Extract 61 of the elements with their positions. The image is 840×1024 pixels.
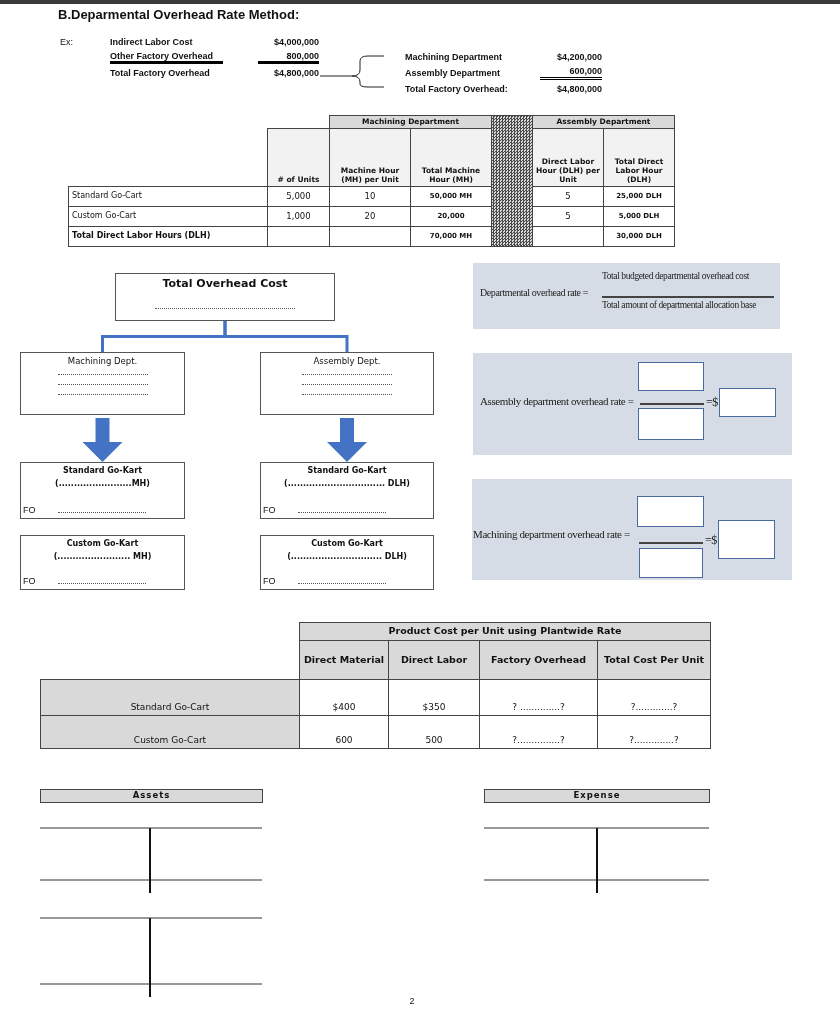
amount-text: $4,800,000 [555,83,602,95]
formula-text: Machining department overhead rate = [473,528,630,540]
page-title: B.Deparmental Overhead Rate Method: [58,7,300,22]
amount-text: $4,000,000 [272,36,319,48]
formula-text: =$ [705,533,717,548]
hours-text: (........................ MH) [53,552,152,561]
amount-text: $4,800,000 [272,67,319,79]
fo-label: FO [263,576,276,586]
line-item-label: Indirect Labor Cost [110,36,194,48]
block-arrow [82,418,123,462]
formula-numerator: Total budgeted departmental overhead cost [602,271,749,281]
formula-panel [472,479,792,580]
account-title-bar: Expense [484,789,710,803]
formula-panel [473,263,780,329]
process-box [20,535,185,590]
formula-text: =$ [706,395,718,410]
row-header-cell: Custom Go-Cart [40,715,300,749]
line-item-label: Assembly Department [405,67,502,79]
process-box [115,273,335,321]
line-item-label: Total Factory Overhead: [405,83,509,95]
hours-text: (........................MH) [55,479,150,488]
amount-text: $4,200,000 [555,51,602,63]
fo-label: FO [23,505,36,515]
row-header-cell: Total Direct Labor Hours (DLH) [68,226,268,247]
process-box [260,462,434,519]
column-header-cell: Direct Material [299,640,389,680]
column-header-cell: Factory Overhead [479,640,598,680]
connector-line [223,321,349,352]
amount-text: 800,000 [258,51,319,64]
process-box [20,462,185,519]
column-header-cell: Direct Labor [388,640,480,680]
table-cell: ?..............? [597,715,711,749]
row-header-cell: Standard Go-Cart [40,679,300,716]
box-heading: Standard Go-Kart [63,466,142,475]
line-item-label: Machining Department [405,51,503,63]
hours-text: (.............................. DLH) [287,552,407,561]
page-number: 2 [408,994,416,1008]
box-heading: Custom Go-Kart [311,539,383,548]
block-arrow [327,418,367,462]
box-heading: Standard Go-Kart [307,466,387,475]
fo-label: FO [263,505,276,515]
box-heading: Assembly Dept. [313,356,381,366]
fo-label: FO [23,576,36,586]
box-heading: Custom Go-Kart [66,539,139,548]
process-box [260,352,434,415]
box-heading: Machining Dept. [67,356,138,366]
example-label: Ex: [60,36,74,48]
formula-text: Departmental overhead rate = [480,287,588,298]
column-header-cell: Total Cost Per Unit [597,640,711,680]
formula-panel [473,353,792,455]
process-box [20,352,185,415]
formula-denominator: Total amount of departmental allocation base [602,300,756,310]
account-title-bar: Assets [40,789,263,803]
formula-text: Assembly department overhead rate = [480,395,634,407]
box-heading: Total Overhead Cost [162,277,288,290]
amount-text: 600,000 [540,66,602,80]
line-item-label: Total Factory Overhead [110,67,211,79]
hours-text: (................................ DLH) [284,479,410,488]
process-box [260,535,434,590]
line-item-label: Other Factory Overhead [110,51,223,64]
row-header-cell: Standard Go-Cart [68,186,268,207]
